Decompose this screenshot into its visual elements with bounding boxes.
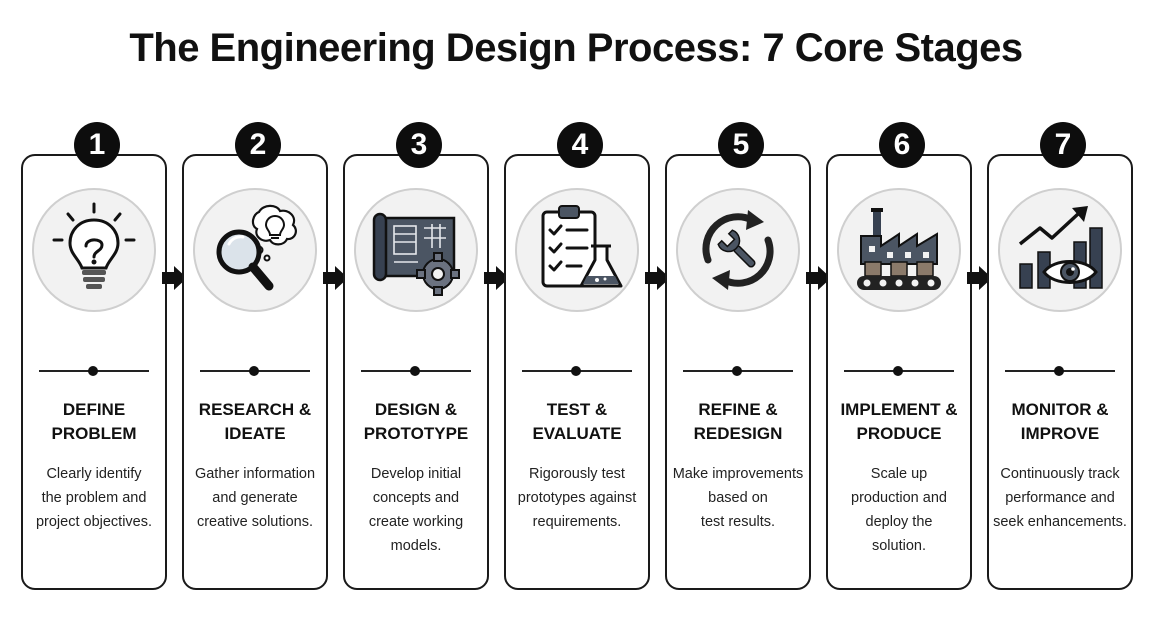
stage-desc-line: concepts and — [372, 490, 460, 506]
stage-desc-line: deploy the — [865, 514, 933, 530]
divider-dot — [249, 366, 259, 376]
stage-title-line: PROBLEM — [51, 424, 137, 443]
stage-desc-line: Make improvements — [672, 466, 804, 482]
stage-card-define-problem: DEFINE PROBLEM Clearly identify the prob… — [21, 154, 167, 590]
stage-desc-line: Clearly identify — [46, 466, 142, 482]
stage-description: Clearly identify the problem and project… — [27, 462, 161, 534]
stage-desc-line: performance and — [1005, 490, 1115, 506]
stage-desc-line: Scale up — [870, 466, 928, 482]
stage-desc-line: create working — [368, 514, 464, 530]
stage-card-test-evaluate: TEST & EVALUATE Rigorously test prototyp… — [504, 154, 650, 590]
stage-5-number-badge: 5 — [718, 122, 764, 168]
stage-description: Scale up production and deploy the solut… — [832, 462, 966, 558]
stage-title-line: EVALUATE — [532, 424, 622, 443]
stage-title-line: PRODUCE — [856, 424, 942, 443]
stage-desc-line: test results. — [700, 514, 776, 530]
stage-desc-line: the problem and — [41, 490, 147, 506]
magnifier-idea-icon — [193, 188, 317, 312]
chart-eye-icon — [998, 188, 1122, 312]
arrow-right-icon — [323, 266, 348, 290]
stage-title-line: TEST & — [546, 400, 608, 419]
stage-7-number-badge: 7 — [1040, 122, 1086, 168]
stage-description: Rigorously test prototypes against requi… — [510, 462, 644, 534]
stage-title-line: REFINE & — [698, 400, 778, 419]
stage-title: MONITOR & IMPROVE — [993, 398, 1127, 446]
stage-desc-line: Develop initial — [370, 466, 462, 482]
stage-desc-line: Gather information — [194, 466, 316, 482]
stage-title-line: IDEATE — [224, 424, 286, 443]
stage-title: DEFINE PROBLEM — [27, 398, 161, 446]
stage-title: TEST & EVALUATE — [510, 398, 644, 446]
stage-desc-line: models. — [390, 538, 442, 554]
stage-desc-line: project objectives. — [35, 514, 153, 530]
stage-desc-line: prototypes against — [517, 490, 637, 506]
stage-title-line: DESIGN & — [374, 400, 458, 419]
divider-dot — [571, 366, 581, 376]
arrow-right-icon — [162, 266, 187, 290]
stage-card-monitor-improve: MONITOR & IMPROVE Continuously track per… — [987, 154, 1133, 590]
blueprint-gear-icon — [354, 188, 478, 312]
stage-card-refine-redesign: REFINE & REDESIGN Make improvements base… — [665, 154, 811, 590]
divider-dot — [410, 366, 420, 376]
stage-title-line: REDESIGN — [693, 424, 783, 443]
stage-title-line: RESEARCH & — [198, 400, 312, 419]
stage-6-number-badge: 6 — [879, 122, 925, 168]
stage-description: Continuously track performance and seek … — [993, 462, 1127, 534]
stage-title: DESIGN & PROTOTYPE — [349, 398, 483, 446]
stage-desc-line: creative solutions. — [196, 514, 314, 530]
checklist-flask-icon — [515, 188, 639, 312]
stage-1-number-badge: 1 — [74, 122, 120, 168]
divider-dot — [1054, 366, 1064, 376]
lightbulb-question-icon — [32, 188, 156, 312]
arrow-right-icon — [967, 266, 992, 290]
cycle-wrench-icon — [676, 188, 800, 312]
stage-desc-line: seek enhancements. — [993, 514, 1127, 530]
divider-dot — [732, 366, 742, 376]
stage-desc-line: requirements. — [532, 514, 622, 530]
stage-card-research-ideate: RESEARCH & IDEATE Gather information and… — [182, 154, 328, 590]
stage-description: Develop initial concepts and create work… — [349, 462, 483, 558]
stage-title-line: PROTOTYPE — [363, 424, 469, 443]
arrow-right-icon — [484, 266, 509, 290]
stage-desc-line: solution. — [871, 538, 926, 554]
stage-4-number-badge: 4 — [557, 122, 603, 168]
stage-3-number-badge: 3 — [396, 122, 442, 168]
stage-desc-line: production and — [851, 490, 947, 506]
stage-title: REFINE & REDESIGN — [671, 398, 805, 446]
stage-desc-line: Rigorously test — [529, 466, 625, 482]
stage-description: Make improvements based on test results. — [671, 462, 805, 534]
factory-conveyor-icon — [837, 188, 961, 312]
stage-description: Gather information and generate creative… — [188, 462, 322, 534]
stage-2-number-badge: 2 — [235, 122, 281, 168]
arrow-right-icon — [806, 266, 831, 290]
arrow-right-icon — [645, 266, 670, 290]
stage-title-line: IMPLEMENT & — [840, 400, 958, 419]
stage-desc-line: Continuously track — [1000, 466, 1120, 482]
stage-title-line: IMPROVE — [1020, 424, 1100, 443]
stage-title: IMPLEMENT & PRODUCE — [832, 398, 966, 446]
divider-dot — [893, 366, 903, 376]
divider-dot — [88, 366, 98, 376]
stage-card-implement-produce: IMPLEMENT & PRODUCE Scale up production … — [826, 154, 972, 590]
stage-title-line: DEFINE — [62, 400, 126, 419]
stage-title: RESEARCH & IDEATE — [188, 398, 322, 446]
stage-card-design-prototype: DESIGN & PROTOTYPE Develop initial conce… — [343, 154, 489, 590]
page-title: The Engineering Design Process: 7 Core S… — [129, 26, 1023, 70]
stage-desc-line: and generate — [212, 490, 298, 506]
stage-desc-line: based on — [708, 490, 768, 506]
stage-title-line: MONITOR & — [1011, 400, 1109, 419]
